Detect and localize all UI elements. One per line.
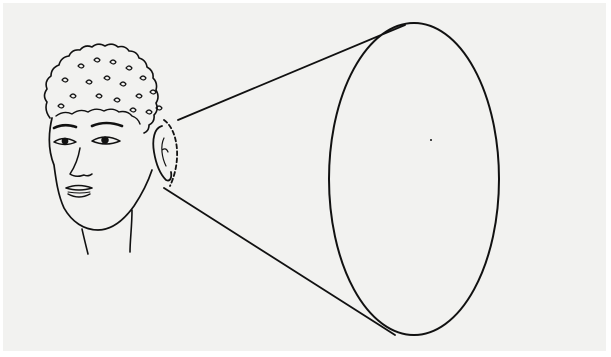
head-icon — [45, 44, 163, 254]
hair-icon — [45, 44, 163, 133]
cone-upper-edge-icon — [178, 25, 405, 120]
eye-left-icon — [54, 138, 76, 145]
nose-icon — [70, 148, 92, 176]
eyebrow-right-icon — [92, 123, 122, 126]
cone-lower-edge-icon — [164, 188, 395, 335]
speck-icon — [430, 139, 432, 141]
eyebrow-left-icon — [54, 125, 76, 128]
mouth-icon — [66, 186, 92, 198]
eye-right-icon — [92, 136, 120, 144]
ear-icon — [153, 120, 177, 186]
face-outline-icon — [49, 118, 152, 230]
listening-cone-icon — [164, 23, 499, 335]
cone-opening-icon — [329, 23, 499, 335]
